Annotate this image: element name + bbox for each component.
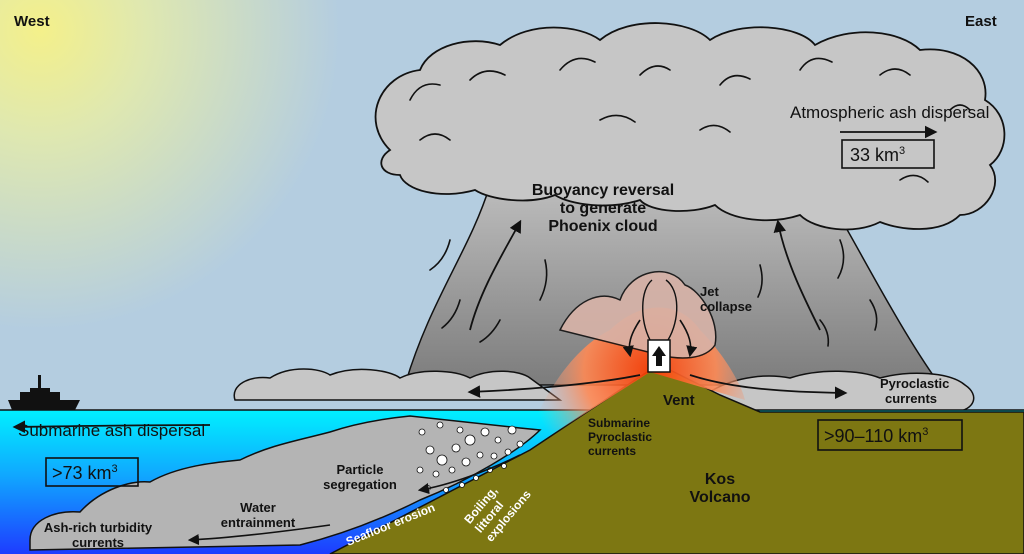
water-label-1: Water	[240, 500, 276, 515]
cloud-texture	[409, 57, 971, 347]
particles	[416, 421, 524, 493]
buoyancy-line-3: Phoenix cloud	[548, 218, 657, 235]
kos-label-1: Kos	[705, 471, 735, 488]
submarine-volume: >73 km	[52, 463, 112, 483]
onshore-volume-sup: 3	[922, 426, 928, 438]
buoyancy-arrow-right	[773, 219, 821, 331]
atmospheric-volume-box	[841, 139, 935, 169]
drill-ship	[8, 375, 80, 410]
entrainment-arrow	[187, 524, 331, 546]
sub-pyro-label-3: currents	[588, 444, 636, 458]
submarine-volume-box	[45, 457, 139, 487]
jet-arrow-left	[622, 319, 641, 358]
buoyancy-line-2: to generate	[560, 200, 646, 217]
pyroclastic-label-1: Pyroclastic	[880, 376, 949, 391]
jet-outline	[642, 279, 678, 341]
east-label: East	[965, 13, 997, 30]
sub-pyro-label-1: Submarine	[588, 416, 650, 430]
submarine-current	[29, 415, 542, 551]
water-label-2: entrainment	[221, 515, 296, 530]
particle-label-2: segregation	[323, 477, 397, 492]
svg-text:>73 km3: >73 km3	[52, 463, 118, 483]
vent-arrow	[652, 346, 666, 366]
submarine-dispersal-label: Submarine ash dispersal	[18, 421, 205, 440]
sub-pyro-label-2: Pyroclastic	[588, 430, 652, 444]
phoenix-cloud	[374, 22, 1006, 231]
turbidity-label-2: currents	[72, 535, 124, 550]
atmospheric-volume: 33 km	[850, 145, 899, 165]
pyro-arrow-west	[467, 374, 641, 398]
jet-label-1: Jet	[700, 284, 719, 299]
submarine-volume-sup: 3	[112, 463, 118, 475]
atmospheric-dispersal-label: Atmospheric ash dispersal	[790, 103, 989, 122]
west-label: West	[14, 13, 50, 30]
onshore-volume-box	[817, 419, 963, 451]
pyro-arrow-east	[689, 374, 848, 400]
jet-collapse-plume	[558, 270, 717, 359]
submarine-dispersal-arrow	[12, 420, 211, 434]
particle-label-1: Particle	[337, 462, 384, 477]
svg-text:33 km3: 33 km3	[850, 145, 905, 165]
pyroclastic-label-2: currents	[885, 391, 937, 406]
segregation-arrow	[417, 454, 521, 495]
atmospheric-volume-sup: 3	[899, 145, 905, 157]
vent-label: Vent	[663, 392, 695, 409]
buoyancy-arrow-left	[469, 219, 522, 331]
kos-label-2: Volcano	[689, 489, 750, 506]
jet-label-2: collapse	[700, 299, 752, 314]
buoyancy-line-1: Buoyancy reversal	[532, 182, 674, 199]
svg-text:>90–110 km3: >90–110 km3	[824, 426, 928, 446]
jet-arrow-right	[679, 319, 698, 358]
onshore-volume: >90–110 km	[824, 426, 922, 446]
turbidity-label-1: Ash-rich turbidity	[44, 520, 153, 535]
